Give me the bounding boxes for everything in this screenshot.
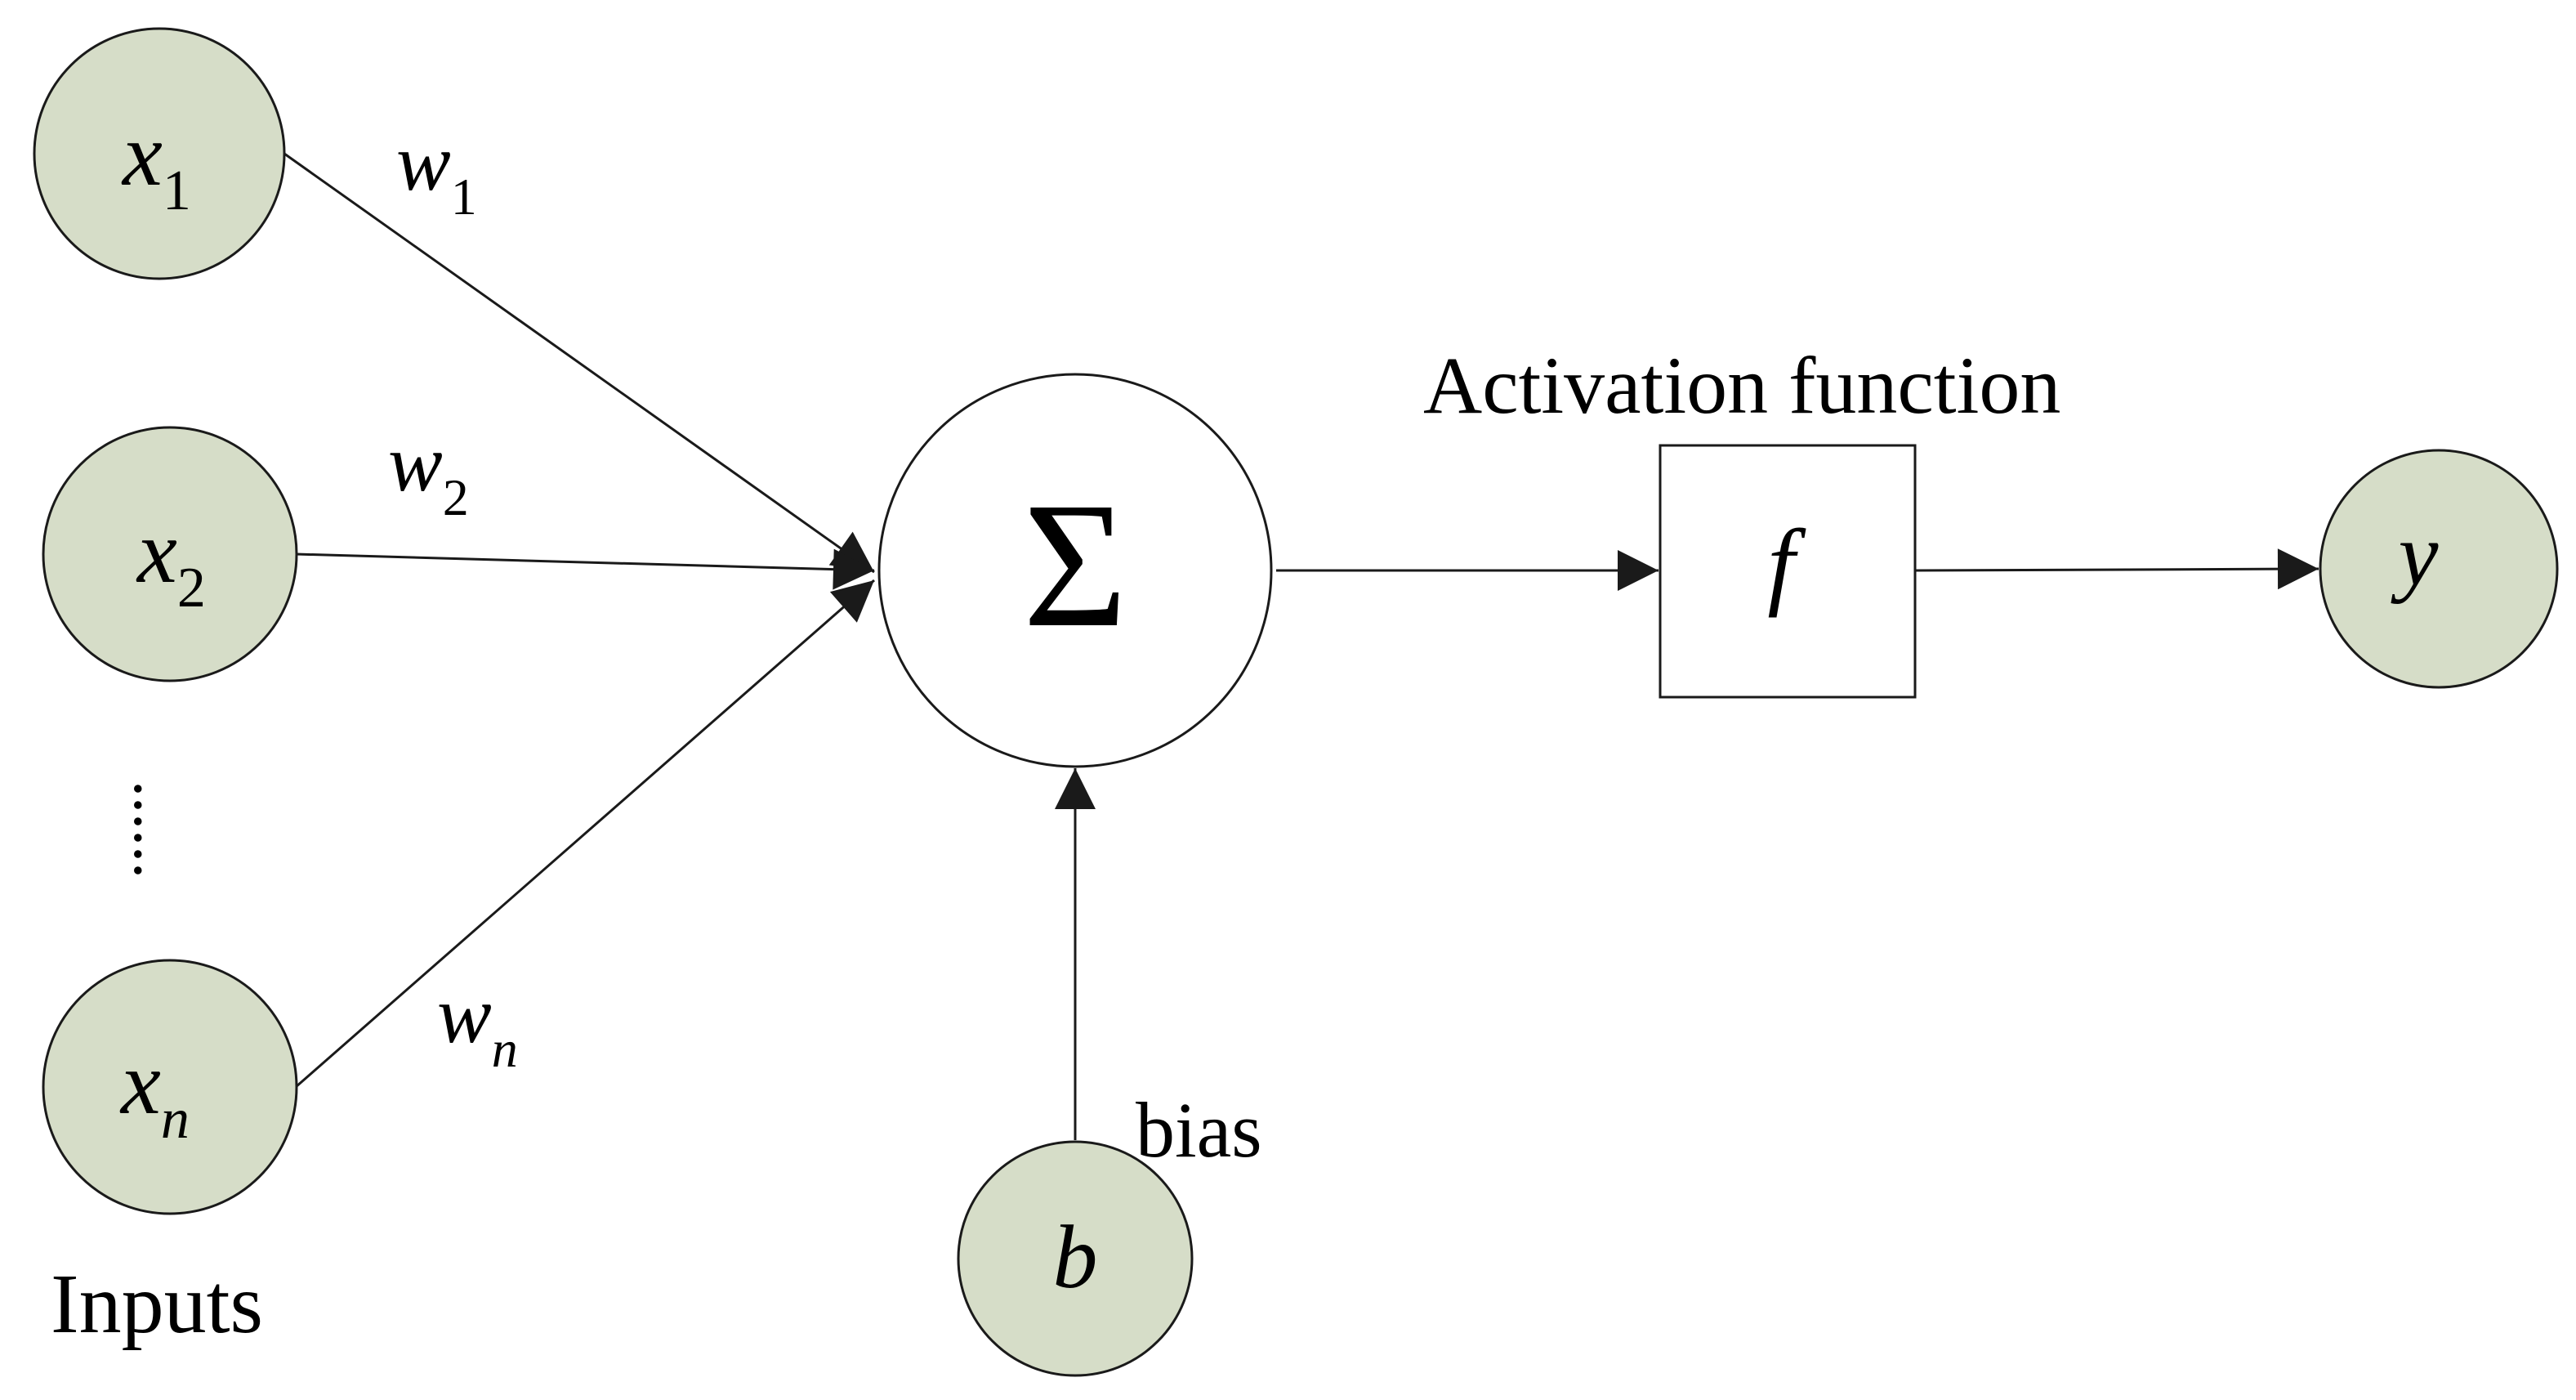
weight-label-w1: w1 (396, 117, 477, 226)
output-var: y (2391, 504, 2439, 604)
svg-text:xn: xn (119, 1033, 190, 1151)
input-var-x1: x (121, 105, 163, 204)
input-sub-xn: n (161, 1088, 190, 1151)
weight-label-wn: wn (437, 969, 518, 1078)
activation-label: Activation function (1423, 340, 2060, 431)
svg-text:x1: x1 (121, 105, 191, 222)
edge-x1-sum (283, 152, 875, 574)
inputs-ellipsis: ...... (120, 781, 192, 879)
input-var-xn: x (119, 1033, 161, 1133)
svg-text:x2: x2 (136, 502, 206, 619)
summation-node: Σ (877, 373, 1273, 768)
input-node-xn: xn (42, 959, 298, 1215)
output-node: y (2319, 449, 2559, 689)
edge-xn-sum (295, 579, 875, 1089)
inputs-label: Inputs (51, 1257, 263, 1351)
activation-box: f (1659, 444, 1917, 699)
edge-x2-sum (295, 548, 875, 590)
input-sub-x2: 2 (177, 557, 206, 619)
input-node-x1: x1 (33, 27, 286, 280)
bias-label: bias (1136, 1086, 1262, 1174)
weight-label-w2: w2 (388, 418, 469, 526)
input-var-x2: x (136, 502, 177, 602)
bias-node: b (957, 1140, 1194, 1377)
bias-var: b (1053, 1207, 1098, 1307)
input-sub-x1: 1 (163, 159, 191, 222)
input-node-x2: x2 (42, 426, 298, 682)
sum-symbol: Σ (1023, 465, 1127, 664)
edge-activation-output (1915, 548, 2319, 590)
